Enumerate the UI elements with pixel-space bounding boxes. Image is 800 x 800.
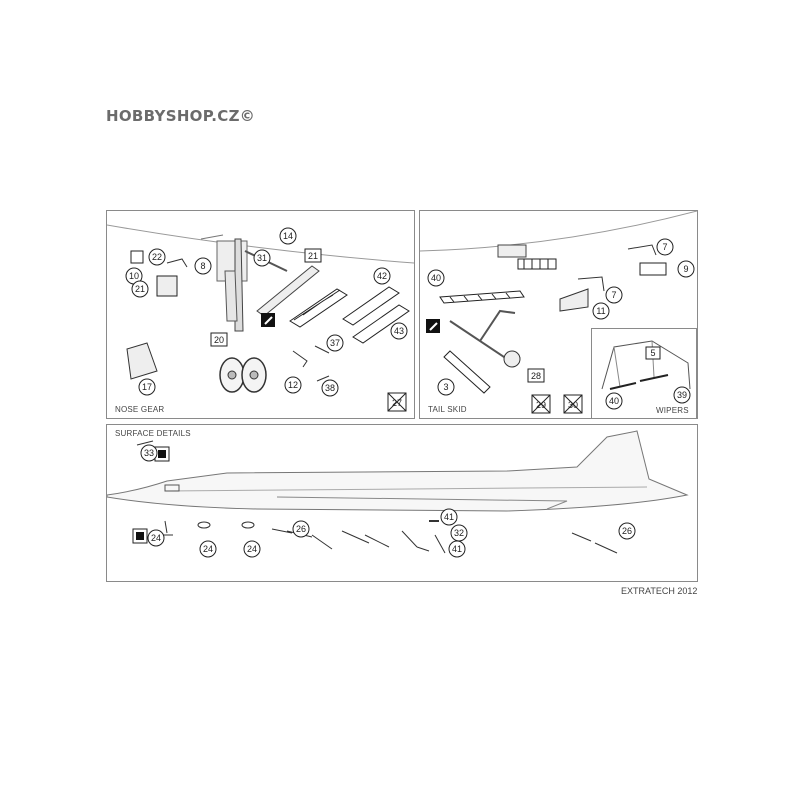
nose-gear-panel: 14 21 31 22 8 10 21 42 43 20 37 17 12 38… xyxy=(106,210,415,419)
svg-text:26: 26 xyxy=(622,526,632,536)
wipers-title: WIPERS xyxy=(656,406,689,415)
callout-40: 40 xyxy=(427,269,445,287)
svg-text:28: 28 xyxy=(531,371,541,381)
callout-22: 22 xyxy=(148,248,166,266)
callout-7-a: 7 xyxy=(656,238,674,256)
svg-text:37: 37 xyxy=(330,338,340,348)
svg-text:43: 43 xyxy=(394,326,404,336)
svg-text:21: 21 xyxy=(135,284,145,294)
callout-8: 8 xyxy=(194,257,212,275)
callout-17: 17 xyxy=(138,378,156,396)
svg-text:8: 8 xyxy=(200,261,205,271)
callout-12: 12 xyxy=(284,376,302,394)
callout-5-box: 5 xyxy=(645,346,661,360)
svg-text:40: 40 xyxy=(609,396,619,406)
svg-text:33: 33 xyxy=(144,448,154,458)
svg-text:41: 41 xyxy=(452,544,462,554)
svg-text:14: 14 xyxy=(283,231,293,241)
callout-42: 42 xyxy=(373,267,391,285)
svg-text:5: 5 xyxy=(650,348,655,358)
svg-text:31: 31 xyxy=(257,253,267,263)
callout-43: 43 xyxy=(390,322,408,340)
svg-text:17: 17 xyxy=(142,382,152,392)
callout-24-c: 24 xyxy=(243,540,261,558)
surface-details-panel: 33 24 24 24 26 41 32 41 26 SURFACE DETAI… xyxy=(106,424,698,582)
callout-3: 3 xyxy=(437,378,455,396)
svg-text:7: 7 xyxy=(662,242,667,252)
svg-text:24: 24 xyxy=(203,544,213,554)
callout-24-b: 24 xyxy=(199,540,217,558)
callout-31: 31 xyxy=(253,249,271,267)
callout-24-a: 24 xyxy=(147,529,165,547)
callout-29: 29 xyxy=(536,400,546,410)
svg-text:22: 22 xyxy=(152,252,162,262)
callout-38: 38 xyxy=(321,379,339,397)
callout-41-b: 41 xyxy=(448,540,466,558)
callout-39: 39 xyxy=(673,386,691,404)
svg-text:3: 3 xyxy=(443,382,448,392)
callout-21-box: 21 xyxy=(304,248,322,263)
svg-text:10: 10 xyxy=(129,271,139,281)
svg-text:9: 9 xyxy=(683,264,688,274)
surface-details-drawing: 33 24 24 24 26 41 32 41 26 xyxy=(107,430,689,558)
credit-text: EXTRATECH 2012 xyxy=(621,586,698,596)
svg-text:40: 40 xyxy=(431,273,441,283)
svg-text:11: 11 xyxy=(596,306,605,316)
svg-text:24: 24 xyxy=(247,544,257,554)
tail-skid-title: TAIL SKID xyxy=(428,405,467,414)
callout-28-box: 28 xyxy=(527,368,545,383)
nose-gear-drawing: 14 21 31 22 8 10 21 42 43 20 37 17 12 38… xyxy=(107,224,414,412)
svg-text:41: 41 xyxy=(444,512,454,522)
callout-14: 14 xyxy=(279,227,297,245)
callout-26-a: 26 xyxy=(292,520,310,538)
svg-text:7: 7 xyxy=(611,290,616,300)
wipers-drawing: 5 40 39 xyxy=(601,340,691,410)
svg-text:26: 26 xyxy=(296,524,306,534)
svg-text:38: 38 xyxy=(325,383,335,393)
callout-33: 33 xyxy=(140,444,158,462)
wipers-panel: 5 40 39 WIPERS xyxy=(591,328,697,419)
svg-text:24: 24 xyxy=(151,533,161,543)
nose-gear-title: NOSE GEAR xyxy=(115,405,165,414)
watermark-text: HOBBYSHOP.CZ© xyxy=(106,107,256,125)
svg-text:12: 12 xyxy=(288,380,298,390)
callout-11: 11 xyxy=(592,302,610,320)
svg-text:21: 21 xyxy=(308,251,318,261)
tail-skid-drawing: 7 9 40 7 11 3 28 29 30 xyxy=(420,211,697,414)
callout-7-b: 7 xyxy=(605,286,623,304)
callout-9: 9 xyxy=(677,260,695,278)
callout-40: 40 xyxy=(605,392,623,410)
surface-details-title: SURFACE DETAILS xyxy=(115,429,191,438)
svg-text:42: 42 xyxy=(377,271,387,281)
svg-text:20: 20 xyxy=(214,335,224,345)
callout-21: 21 xyxy=(131,280,149,298)
callout-41-a: 41 xyxy=(440,508,458,526)
callout-32: 32 xyxy=(450,524,468,542)
callout-37: 37 xyxy=(326,334,344,352)
svg-text:39: 39 xyxy=(677,390,687,400)
callout-26-b: 26 xyxy=(618,522,636,540)
callout-20-box: 20 xyxy=(210,332,228,347)
svg-text:32: 32 xyxy=(454,528,464,538)
callout-30: 30 xyxy=(568,400,578,410)
callout-27: 27 xyxy=(392,398,402,408)
